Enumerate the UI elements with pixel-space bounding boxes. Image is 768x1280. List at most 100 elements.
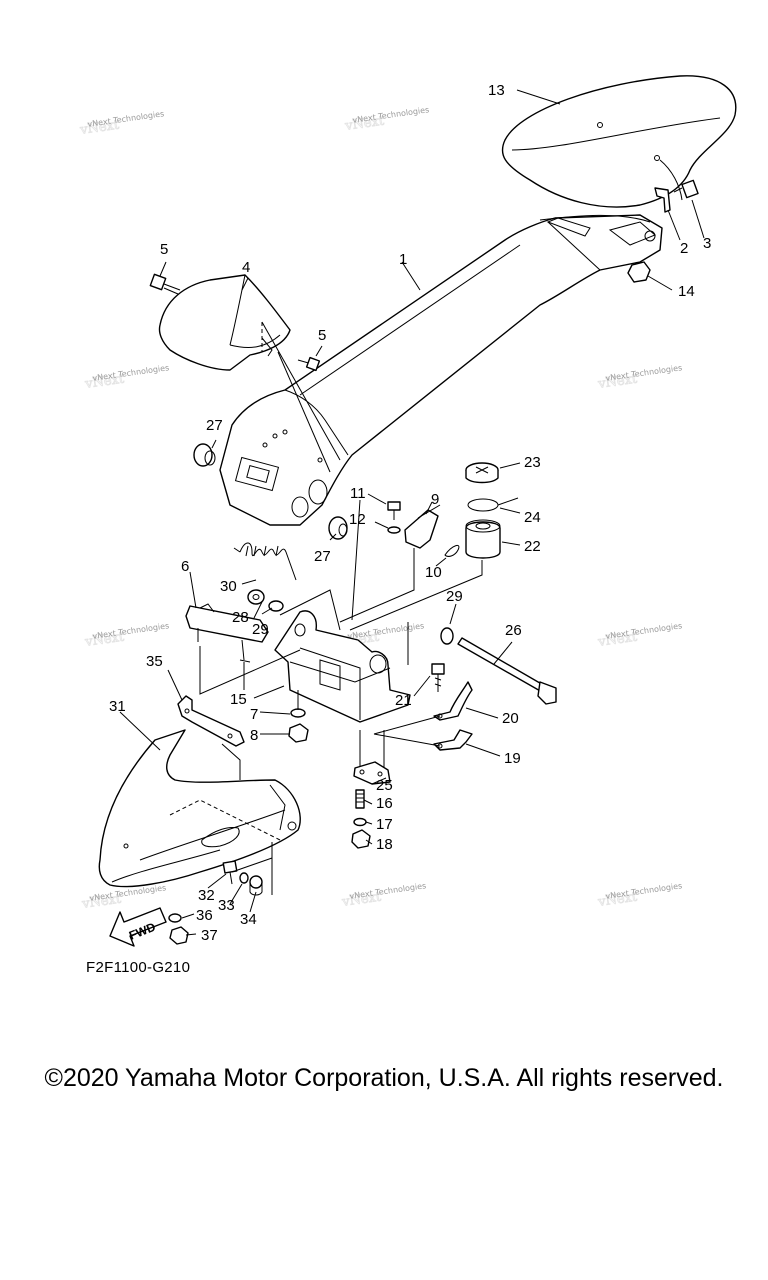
callout-16: 16 [376,795,393,812]
callout-33: 33 [218,897,235,914]
part-27-bushing-b [328,516,348,540]
callout-7: 7 [250,706,258,723]
part-29-washer-a [268,600,284,612]
callout-27a: 27 [206,417,223,434]
watermark-text: vNext Technologies [87,109,165,129]
part-24-band [467,497,519,512]
part-14-nut [627,261,651,283]
part-20-clamp [433,681,473,721]
fwd-arrow-icon: FWD [109,907,167,947]
part-29-washer-b [440,627,454,645]
callout-3: 3 [703,235,711,252]
part-32-bolt [222,860,238,885]
watermark-text: vNext Technologies [605,621,683,641]
watermark-text: vNext Technologies [352,105,430,125]
part-19-clamp [433,729,473,751]
callout-25: 25 [376,777,393,794]
part-12-washer [387,526,401,534]
callout-5b: 5 [318,327,326,344]
callout-9: 9 [431,491,439,508]
callout-14: 14 [678,283,695,300]
part-3-bolt [673,179,699,199]
callout-30: 30 [220,578,237,595]
watermark-text: vNext Technologies [347,621,425,641]
callout-17: 17 [376,816,393,833]
callout-2: 2 [680,240,688,257]
part-27-bushing-a [193,443,216,467]
part-2-bracket [654,187,671,213]
callout-19: 19 [504,750,521,767]
callout-31: 31 [109,698,126,715]
callout-34: 34 [240,911,257,928]
copyright-notice: ©2020 Yamaha Motor Corporation, U.S.A. A… [44,1064,724,1092]
watermark-text: vNext Technologies [605,881,683,901]
watermark-text: vNext Technologies [605,363,683,383]
part-30-spring [233,542,297,581]
part-7-washer [290,708,306,718]
callout-20: 20 [502,710,519,727]
svg-text:vNext: vNext [596,890,638,911]
part-9-lock-plate [404,504,441,549]
svg-text:vNext: vNext [80,892,122,913]
callout-32: 32 [198,887,215,904]
part-37-nut [169,926,189,945]
part-13-seat-pad [501,75,737,208]
svg-text:vNext: vNext [596,630,638,651]
callout-4: 4 [242,259,250,276]
callout-12: 12 [349,511,366,528]
callout-35: 35 [146,653,163,670]
callout-numbers: 13 1 2 3 14 5 4 5 27 27 11 9 12 10 23 24… [109,82,711,944]
part-11-screw [387,501,401,520]
callout-5a: 5 [160,241,168,258]
svg-text:vNext: vNext [83,630,125,651]
callout-22: 22 [524,538,541,555]
part-36-washer [168,913,182,923]
callout-6: 6 [181,558,189,575]
watermark-text: vNext Technologies [349,881,427,901]
part-23-cap [465,462,499,484]
callout-29a: 29 [252,621,269,638]
callout-11: 11 [350,485,366,502]
part-31-nose-cover [98,729,301,888]
part-28-nut [247,589,265,605]
svg-text:vNext: vNext [596,372,638,393]
part-18-nut [351,829,371,849]
callout-28: 28 [232,609,249,626]
callout-24: 24 [524,509,541,526]
callout-27b: 27 [314,548,331,565]
part-15-base [274,610,411,723]
callout-23: 23 [524,454,541,471]
part-26-shaft [457,637,557,705]
part-21-bolt [431,663,445,692]
callout-36: 36 [196,907,213,924]
callout-29b: 29 [446,588,463,605]
part-4-cover [158,274,291,371]
part-8-nut [288,723,309,743]
svg-text:vNext: vNext [343,114,385,135]
part-25-plate [353,761,391,785]
part-5-bolt-b [297,356,321,372]
leader-lines [119,89,705,936]
svg-text:vNext: vNext [83,372,125,393]
watermark-text: vNext Technologies [92,621,170,641]
part-35-bracket [177,695,245,747]
part-22-grommet [465,519,501,559]
part-16-stud [355,789,365,809]
callout-15: 15 [230,691,247,708]
part-6-rail [185,603,269,663]
part-10-clip [444,544,460,557]
part-1-steering-arm [219,214,663,526]
callout-10: 10 [425,564,442,581]
part-17-washer [353,817,367,827]
diagram-code: F2F1100-G210 [86,959,191,976]
part-5-bolt-a [149,273,181,295]
watermark-text: vNext Technologies [92,363,170,383]
part-34-collar [249,875,263,896]
callout-18: 18 [376,836,393,853]
svg-text:vNext: vNext [78,118,120,139]
svg-text:vNext: vNext [340,890,382,911]
callout-1: 1 [399,251,407,268]
callout-21: 21 [395,692,412,709]
callout-37: 37 [201,927,218,944]
callout-26: 26 [505,622,522,639]
